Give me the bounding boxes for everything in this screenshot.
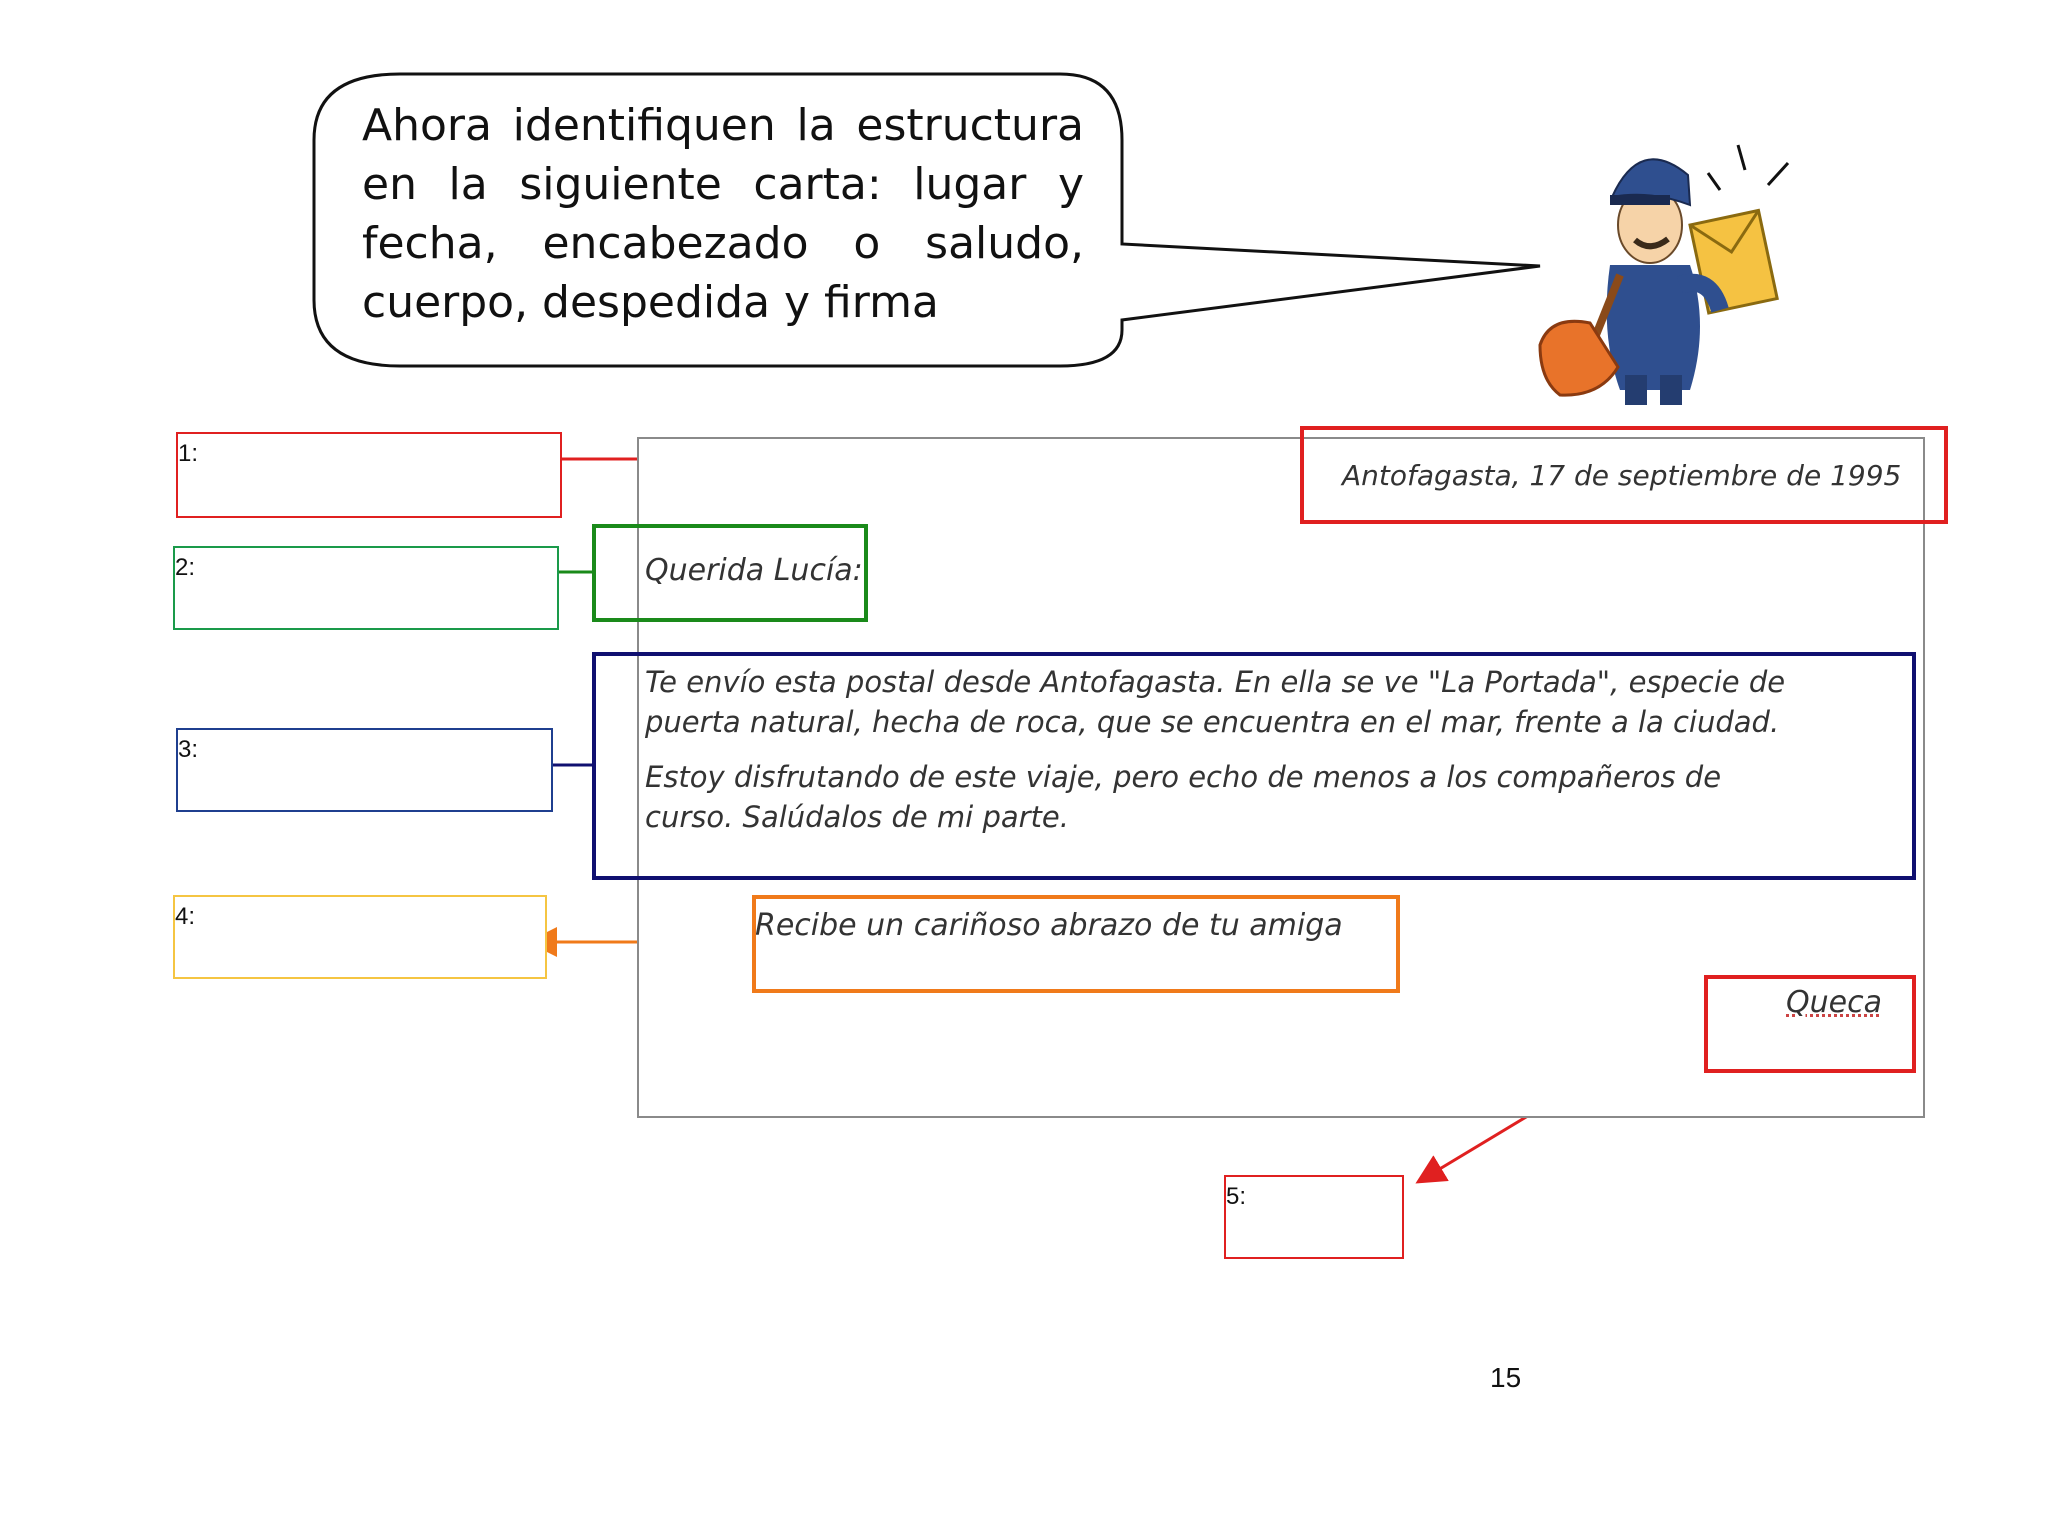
- letter-body-line-2: puerta natural, hecha de roca, que se en…: [645, 705, 1780, 739]
- highlight-body: [592, 652, 1916, 880]
- answer-box-3[interactable]: 3:: [176, 728, 553, 812]
- answer-box-1[interactable]: 1:: [176, 432, 562, 518]
- answer-label-5: 5:: [1226, 1183, 1247, 1210]
- answer-box-4[interactable]: 4:: [173, 895, 547, 979]
- letter-greeting: Querida Lucía:: [645, 553, 863, 588]
- highlight-closing: [752, 895, 1400, 993]
- letter-frame: [637, 437, 1925, 1118]
- answer-label-4: 4:: [175, 903, 196, 930]
- letter-place-date: Antofagasta, 17 de septiembre de 1995: [1342, 459, 1902, 492]
- answer-label-2: 2:: [175, 554, 196, 581]
- mail-carrier-icon: [1538, 144, 1790, 405]
- answer-label-3: 3:: [178, 736, 199, 763]
- highlight-place-date: [1300, 426, 1948, 524]
- answer-box-5[interactable]: 5:: [1224, 1175, 1404, 1259]
- answer-box-2[interactable]: 2:: [173, 546, 559, 630]
- answer-label-1: 1:: [178, 440, 199, 467]
- letter-closing: Recibe un cariñoso abrazo de tu amiga: [755, 908, 1343, 943]
- instruction-text: Ahora identifiquen la estructura en la s…: [362, 100, 1084, 328]
- page-number: 15: [1490, 1362, 1522, 1393]
- letter-signature: Queca: [1786, 985, 1882, 1020]
- letter-body-line-4: curso. Salúdalos de mi parte.: [645, 800, 1069, 834]
- letter-body-line-1: Te envío esta postal desde Antofagasta. …: [645, 665, 1786, 699]
- speech-bubble: [312, 72, 1541, 368]
- letter-body-line-3: Estoy disfrutando de este viaje, pero ec…: [645, 760, 1722, 794]
- highlight-signature: [1704, 975, 1916, 1073]
- highlight-greeting: [592, 524, 868, 622]
